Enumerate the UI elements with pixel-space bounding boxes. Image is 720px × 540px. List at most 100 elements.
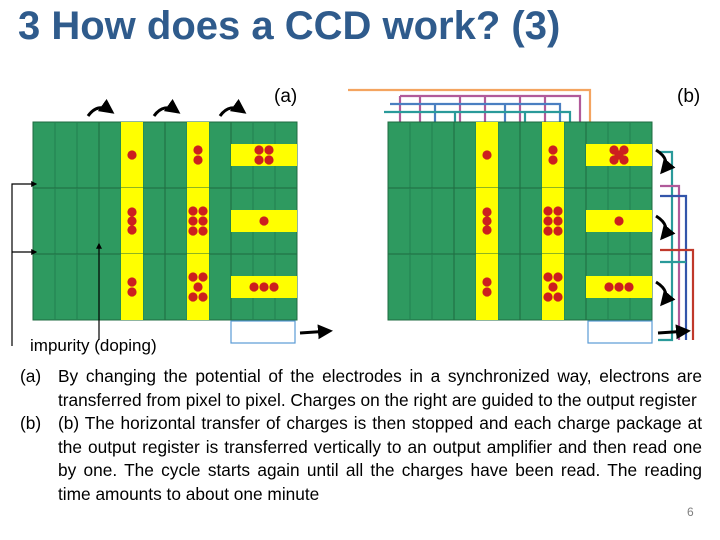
caption-marker-a: (a) — [20, 366, 42, 386]
wire-orange — [348, 88, 592, 122]
wire-purple-bus — [400, 94, 582, 122]
electron — [264, 155, 274, 165]
electron — [548, 145, 558, 155]
impurity-arrow-1 — [11, 181, 38, 346]
wire-right-red — [660, 248, 695, 340]
electron — [259, 216, 269, 226]
electron — [482, 207, 492, 217]
electron — [264, 145, 274, 155]
electron — [543, 292, 553, 302]
curved-arrow-b3 — [655, 280, 676, 307]
caption-text-a: By changing the potential of the electro… — [58, 366, 702, 410]
caption-item-b: (b) (b) The horizontal transfer of charg… — [20, 412, 702, 506]
electrode-strip — [542, 188, 564, 254]
page-title: 3 How does a CCD work? (3) — [18, 4, 561, 48]
electron — [553, 272, 563, 282]
electron — [609, 155, 619, 165]
electron — [548, 282, 558, 292]
pixel-cell — [32, 187, 100, 255]
label-a: (a) — [274, 86, 298, 107]
electron — [127, 277, 137, 287]
electron — [127, 216, 137, 226]
output-register-b-box — [587, 320, 653, 344]
electron — [198, 272, 208, 282]
electron — [482, 277, 492, 287]
electron — [543, 216, 553, 226]
ccd-diagram — [11, 88, 695, 346]
electron — [198, 226, 208, 236]
electrode-wires — [348, 88, 592, 122]
electron — [198, 292, 208, 302]
electron — [127, 287, 137, 297]
electron — [193, 145, 203, 155]
pixel-cell — [387, 187, 455, 255]
electron — [614, 216, 624, 226]
electron — [553, 226, 563, 236]
wire-teal-bus — [384, 110, 572, 122]
label-b: (b) — [677, 86, 701, 107]
electron — [548, 155, 558, 165]
electron — [254, 155, 264, 165]
electron — [553, 216, 563, 226]
electron — [198, 206, 208, 216]
register-wires — [658, 150, 695, 342]
electron — [249, 282, 259, 292]
electron — [127, 150, 137, 160]
pixel-cell — [387, 253, 455, 321]
caption: (a) By changing the potential of the ele… — [20, 365, 702, 506]
ccd-grid-a — [32, 121, 298, 321]
electron — [269, 282, 279, 292]
output-register-a-box — [230, 320, 296, 344]
ccd-grid-b — [387, 121, 653, 321]
transfer-arrows-a — [86, 98, 247, 117]
electron — [188, 226, 198, 236]
electron — [482, 287, 492, 297]
electrode-strip — [542, 122, 564, 188]
electrode-strip — [121, 254, 143, 320]
electron — [543, 206, 553, 216]
electrode-strip — [187, 122, 209, 188]
electron — [543, 226, 553, 236]
electron — [543, 272, 553, 282]
caption-marker-b: (b) — [20, 413, 42, 433]
electron — [254, 145, 264, 155]
electron — [259, 282, 269, 292]
page-number: 6 — [687, 505, 694, 519]
transfer-arrows-b — [655, 148, 676, 307]
electron — [188, 206, 198, 216]
pixel-cell — [32, 253, 100, 321]
curved-arrow-b1 — [655, 148, 676, 175]
electrode-strip — [476, 254, 498, 320]
electron — [127, 207, 137, 217]
impurity-arrows — [11, 181, 102, 346]
output-arrow-a — [299, 324, 333, 340]
electron — [188, 292, 198, 302]
caption-item-a: (a) By changing the potential of the ele… — [20, 365, 702, 412]
electron — [553, 292, 563, 302]
caption-text-b: (b) The horizontal transfer of charges i… — [58, 413, 702, 504]
curved-arrow-2 — [152, 98, 181, 117]
impurity-label: impurity (doping) — [30, 336, 157, 355]
wire-right-teal — [658, 150, 674, 342]
curved-arrow-1 — [86, 98, 115, 117]
pixel-cell — [387, 121, 455, 189]
wire-right-blue — [660, 194, 688, 340]
electron — [604, 282, 614, 292]
electron — [482, 150, 492, 160]
electron — [624, 282, 634, 292]
curved-arrow-3 — [218, 98, 247, 117]
electron — [193, 282, 203, 292]
electron — [198, 216, 208, 226]
electron — [482, 216, 492, 226]
electrode-strip — [231, 144, 297, 166]
electron — [553, 206, 563, 216]
curved-arrow-b2 — [655, 214, 676, 241]
electron — [188, 272, 198, 282]
pixel-cell — [32, 121, 100, 189]
electron — [609, 145, 619, 155]
electron — [619, 155, 629, 165]
electron — [614, 282, 624, 292]
electron — [619, 145, 629, 155]
electron — [482, 225, 492, 235]
output-arrow-b — [657, 324, 691, 340]
